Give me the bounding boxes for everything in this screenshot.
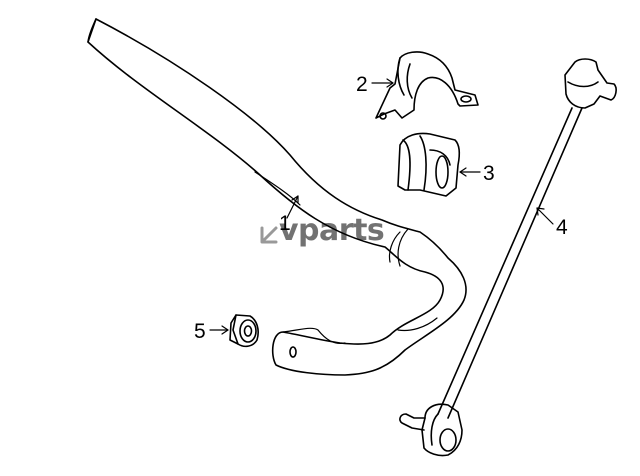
watermark: vparts — [279, 213, 385, 248]
leader-arrow-5 — [209, 325, 229, 335]
callout-2: 2 — [356, 73, 368, 96]
nut — [229, 314, 259, 348]
leader-arrow-1 — [286, 195, 299, 219]
bracket — [375, 51, 479, 120]
callout-1: 1 — [279, 212, 291, 235]
leader-arrow-2 — [371, 78, 394, 88]
watermark-logo-icon — [260, 226, 278, 244]
leader-arrows — [209, 78, 554, 335]
stabilizer-bar — [87, 18, 467, 376]
callout-5: 5 — [194, 320, 206, 343]
stabilizer-link — [399, 58, 617, 457]
leader-arrow-4 — [536, 207, 554, 225]
callout-3: 3 — [483, 162, 495, 185]
bushing — [397, 132, 461, 197]
leader-arrow-3 — [459, 167, 481, 177]
callout-4: 4 — [556, 216, 568, 239]
